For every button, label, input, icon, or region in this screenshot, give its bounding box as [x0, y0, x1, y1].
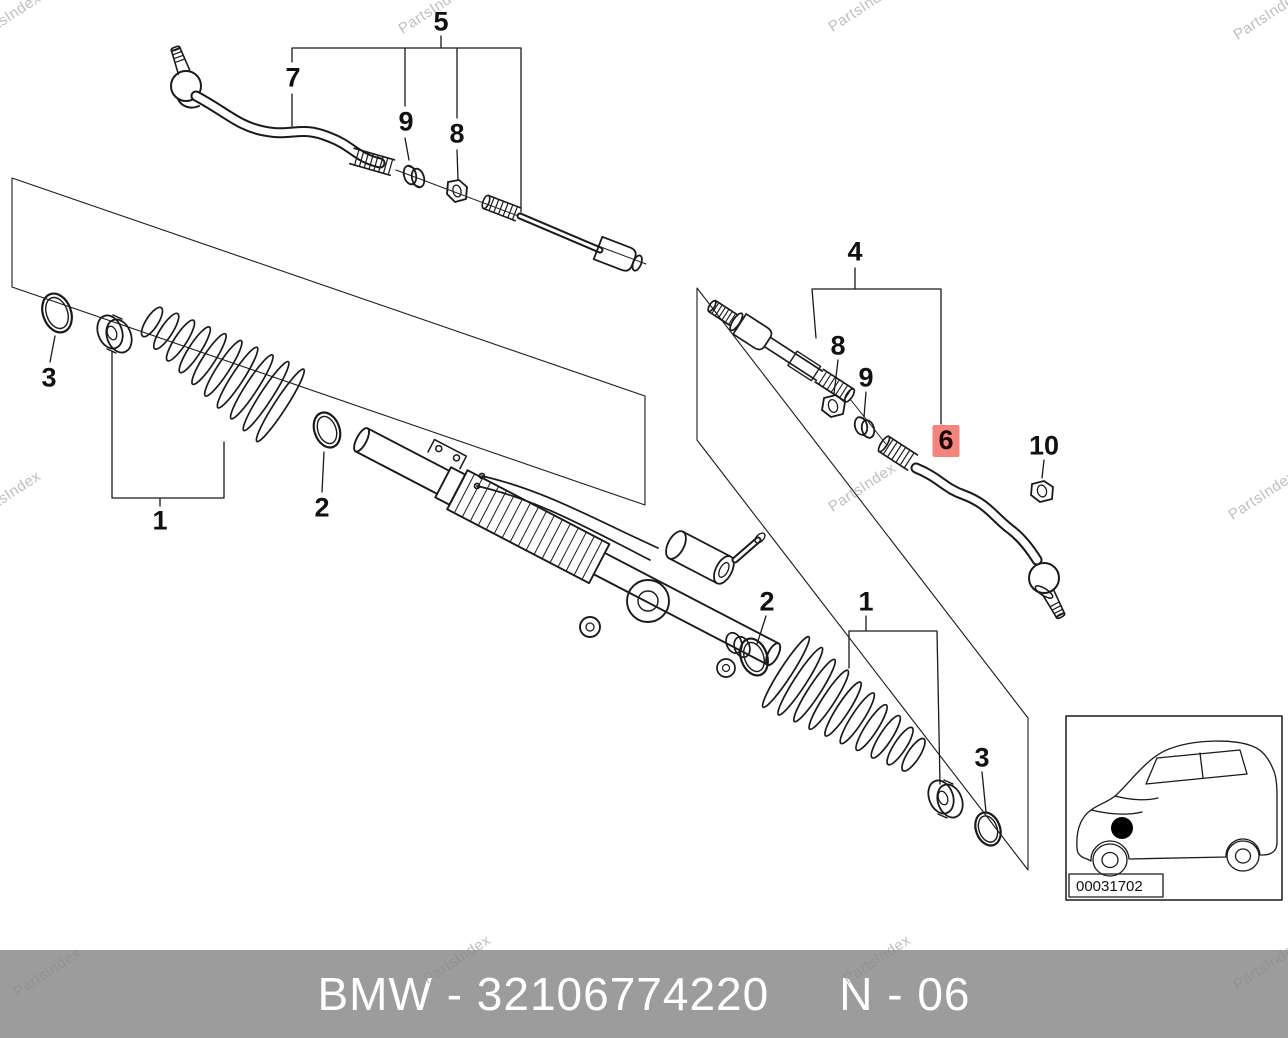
input-shaft: [731, 532, 766, 564]
pinion-housing: [579, 579, 670, 638]
boot-left: [140, 306, 306, 443]
outer-rod-threads: [348, 147, 396, 177]
callout-5[interactable]: 5: [433, 6, 449, 37]
ball-stud-right: [1041, 588, 1066, 620]
callout-1-left[interactable]: 1: [152, 505, 168, 536]
callout-2-right[interactable]: 2: [759, 586, 775, 617]
rack-clamp: [427, 438, 468, 470]
ring-3-right: [974, 811, 1002, 847]
callout-10[interactable]: 10: [1028, 430, 1060, 461]
callout-7[interactable]: 7: [285, 62, 301, 93]
callout-3-right[interactable]: 3: [974, 742, 990, 773]
inner-tie-rod-left: [481, 194, 643, 272]
boot-right: [761, 635, 926, 772]
doc-ref-text: N - 06: [839, 968, 971, 1020]
callout-2-left[interactable]: 2: [314, 492, 330, 523]
cap-left: [96, 314, 133, 354]
car-outline: [1076, 740, 1278, 877]
nut-8-top: [446, 179, 468, 203]
callout-8-right[interactable]: 8: [830, 330, 846, 361]
nut-10: [1030, 480, 1054, 503]
left-assembly-frame: [11, 177, 646, 506]
leader-lines: [49, 35, 1045, 813]
steering-rack: [353, 427, 782, 678]
callout-9-top[interactable]: 9: [398, 106, 414, 137]
ball-stud-left: [170, 45, 191, 75]
washer-9-top: [402, 164, 426, 189]
valve-body: [665, 530, 735, 585]
right-assembly-frame: [696, 287, 1029, 871]
part-location-dot: [1111, 817, 1133, 839]
callout-3-left[interactable]: 3: [41, 362, 57, 393]
rack-bushings: [716, 631, 751, 678]
ring-2-left: [312, 411, 342, 449]
image-code: 00031702: [1076, 878, 1143, 895]
callout-1-right[interactable]: 1: [858, 586, 874, 617]
tie-rod-6: [877, 435, 1066, 620]
cap-right: [927, 779, 964, 819]
ball-joint-right: [1028, 562, 1060, 594]
axial-joint-right: [707, 299, 856, 403]
callout-6-highlighted[interactable]: 6: [932, 425, 960, 457]
outer-tie-rod-left: [170, 45, 396, 177]
callout-4[interactable]: 4: [847, 236, 863, 267]
ring-2-right: [739, 637, 769, 677]
callout-8-top[interactable]: 8: [449, 118, 465, 149]
image-code-box: [1068, 873, 1164, 898]
diagram-canvas: 00031702: [11, 35, 1283, 901]
callout-9-right[interactable]: 9: [858, 362, 874, 393]
washer-9-right: [853, 416, 876, 439]
part-number-text: BMW - 32106774220: [317, 968, 770, 1020]
nut-8-right: [821, 394, 846, 418]
footer-banner: BMW - 32106774220 N - 06: [0, 950, 1288, 1038]
thumbnail-frame: [1065, 715, 1283, 901]
vehicle-thumbnail: 00031702: [1065, 715, 1283, 901]
ring-3-left: [41, 292, 73, 334]
rack-pipes: [473, 472, 659, 561]
